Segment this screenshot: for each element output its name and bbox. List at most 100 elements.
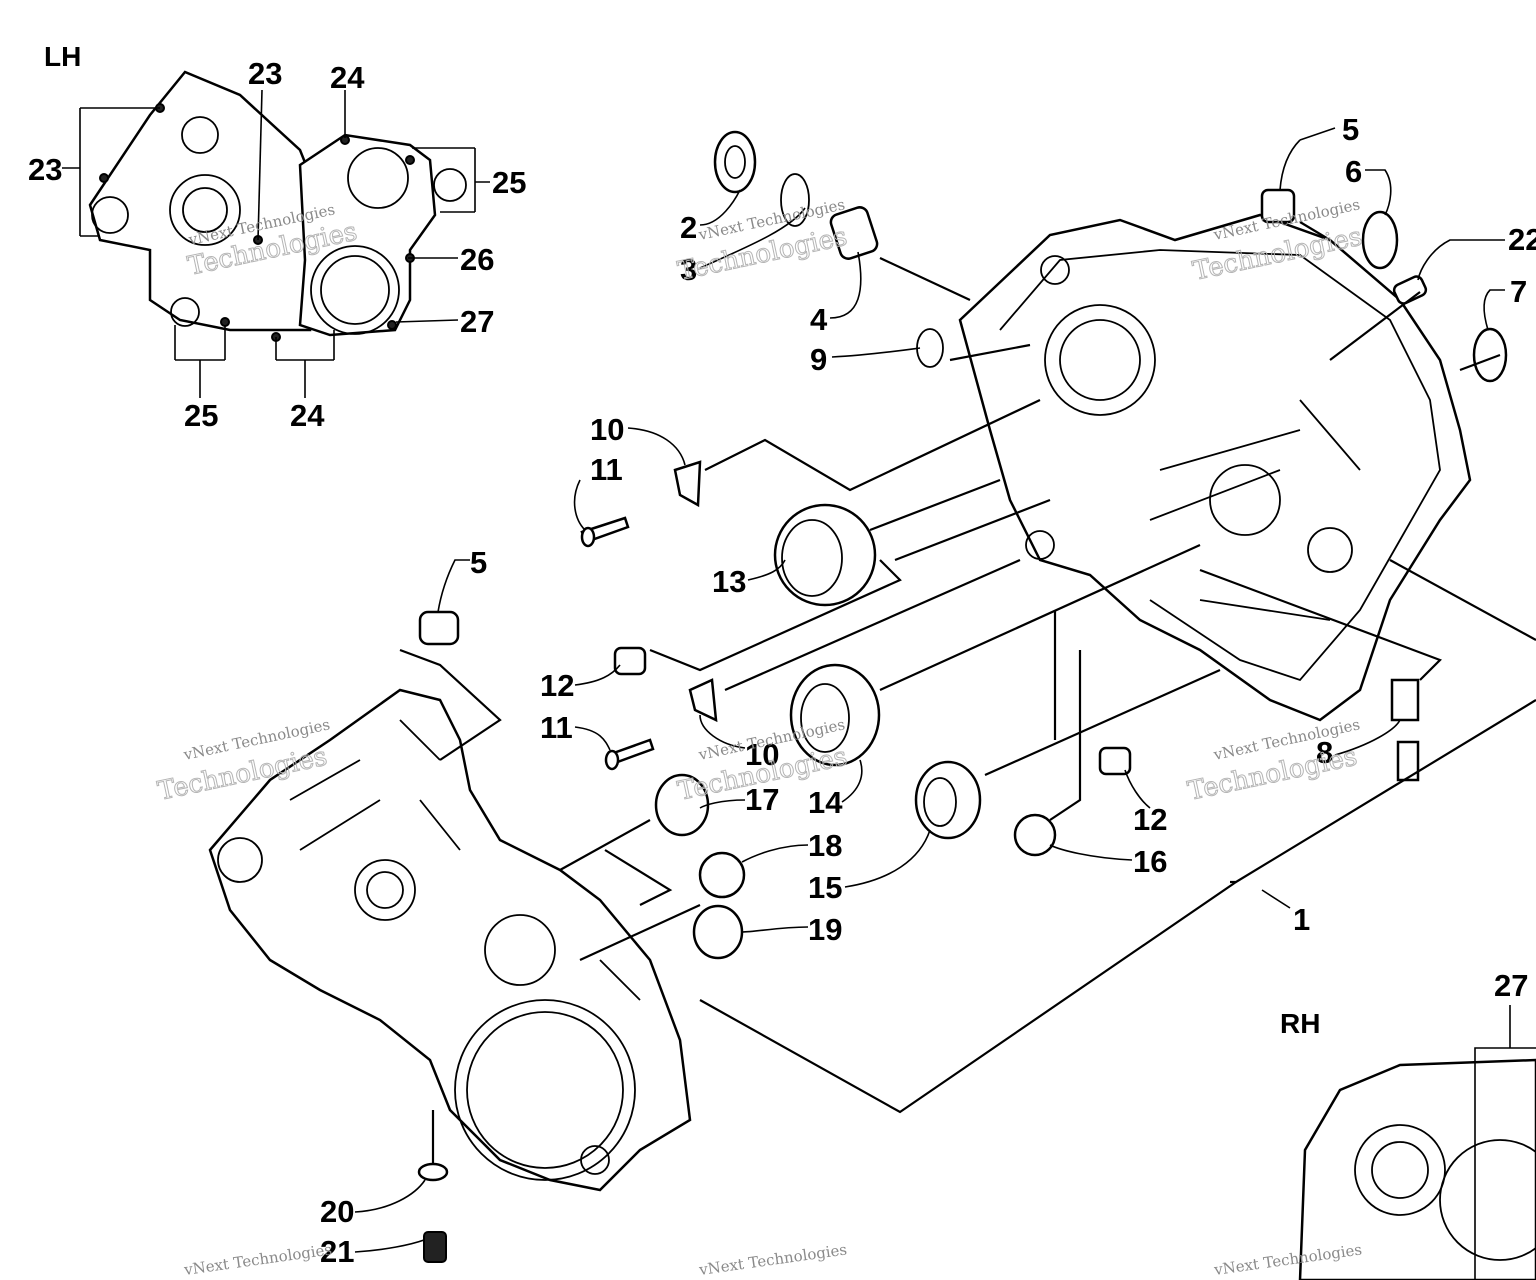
callout-23: 23 bbox=[28, 152, 62, 187]
callout-7: 7 bbox=[1510, 274, 1527, 309]
callout-27: 27 bbox=[1494, 968, 1528, 1003]
part-3-snap-ring bbox=[780, 173, 810, 227]
left-case-rib bbox=[289, 719, 641, 1001]
assembly-line bbox=[984, 668, 1221, 777]
part-6-seal bbox=[1361, 210, 1399, 270]
assembly-line bbox=[704, 399, 1041, 492]
callout-20: 20 bbox=[320, 1194, 354, 1229]
left-case-magneto-bore-inner bbox=[466, 1011, 624, 1169]
callout-21: 21 bbox=[320, 1234, 354, 1269]
callout-27: 27 bbox=[460, 304, 494, 339]
assembly-line bbox=[879, 257, 971, 301]
lh-inset-bolt bbox=[405, 155, 415, 165]
part-12-dowel bbox=[613, 646, 647, 676]
leader-1 bbox=[1261, 889, 1291, 909]
callout-10: 10 bbox=[745, 737, 779, 772]
part-8-strainer-tube bbox=[1396, 740, 1420, 782]
rh-inset-case bbox=[1298, 1058, 1536, 1280]
callout-15: 15 bbox=[808, 870, 842, 905]
lh-inset-lower-boss bbox=[170, 297, 200, 327]
lh-inset-cover-magneto-inner bbox=[320, 255, 390, 325]
assembly-line bbox=[1199, 568, 1442, 681]
assembly-line bbox=[1299, 221, 1331, 241]
assembly-line bbox=[604, 849, 673, 906]
assembly-line bbox=[1230, 699, 1536, 884]
lh-view-label: LH bbox=[44, 41, 81, 72]
leader-21 bbox=[354, 1239, 425, 1253]
assembly-line bbox=[879, 543, 1201, 692]
left-case-seal-bore bbox=[354, 859, 416, 921]
leader-4 bbox=[829, 251, 862, 319]
part-14-bearing-race bbox=[800, 683, 850, 753]
part-22-pin bbox=[1392, 275, 1428, 305]
lh-inset-leader-23-left bbox=[62, 107, 160, 237]
right-case-outline bbox=[958, 213, 1472, 722]
callout-10: 10 bbox=[590, 412, 624, 447]
lh-inset-bore-inner bbox=[182, 187, 228, 233]
callout-9: 9 bbox=[810, 342, 827, 377]
lh-inset-leader-27 bbox=[395, 319, 459, 323]
assembly-line bbox=[399, 648, 502, 761]
assembly-line bbox=[579, 904, 701, 961]
callout-11: 11 bbox=[590, 452, 623, 487]
part-13-bearing-race bbox=[781, 519, 843, 597]
lh-inset-leader-25-bottom bbox=[174, 325, 226, 398]
assembly-line bbox=[1459, 353, 1501, 372]
leader-18 bbox=[741, 844, 809, 863]
assembly-line bbox=[1329, 291, 1421, 361]
assembly-line bbox=[649, 559, 902, 672]
callout-23: 23 bbox=[248, 56, 282, 91]
part-4-needle-bearing bbox=[829, 206, 879, 260]
lh-inset-bolt bbox=[220, 317, 230, 327]
part-13-ball-bearing bbox=[773, 503, 877, 607]
lh-inset-bore bbox=[169, 174, 241, 246]
left-case-outline bbox=[208, 688, 692, 1192]
left-case-rotor-bore bbox=[484, 914, 556, 986]
lh-inset-right-boss bbox=[433, 168, 467, 202]
leader-5 bbox=[437, 559, 470, 613]
lh-inset-cover-rotor bbox=[347, 147, 409, 209]
callout-1: 1 bbox=[1293, 902, 1310, 937]
rh-inset-bore-inner bbox=[1371, 1141, 1429, 1199]
part-2-seal-inner bbox=[724, 145, 746, 179]
right-case-boss-low bbox=[1025, 530, 1055, 560]
callout-11: 11 bbox=[540, 710, 573, 745]
callout-25: 25 bbox=[184, 398, 218, 433]
leader-13 bbox=[747, 559, 786, 581]
leader-5 bbox=[1279, 127, 1336, 191]
leader-3 bbox=[699, 207, 806, 269]
right-case-bore-small bbox=[1307, 527, 1353, 573]
part-14-ball-bearing bbox=[789, 663, 881, 767]
leader-11 bbox=[574, 726, 611, 751]
assembly-line bbox=[1389, 559, 1536, 641]
part-10-retainer-plate bbox=[673, 460, 702, 508]
leader-2 bbox=[699, 189, 741, 226]
part-7-seal bbox=[1472, 327, 1508, 383]
part-12-dowel bbox=[1098, 746, 1132, 776]
leader-14 bbox=[841, 759, 863, 803]
rh-inset-leader-27 bbox=[1474, 1005, 1536, 1280]
callout-5: 5 bbox=[1342, 112, 1359, 147]
watermark-text: vNext Technologies bbox=[697, 1240, 848, 1279]
leader-9 bbox=[831, 347, 921, 358]
assembly-line bbox=[869, 478, 1001, 532]
leader-16 bbox=[1049, 844, 1133, 861]
right-case-bore bbox=[1209, 464, 1281, 536]
callout-12: 12 bbox=[540, 668, 574, 703]
callout-14: 14 bbox=[808, 785, 843, 820]
callout-4: 4 bbox=[810, 302, 828, 337]
lh-inset-leader-25-right bbox=[412, 147, 490, 213]
callout-22: 22 bbox=[1508, 222, 1536, 257]
leader-7 bbox=[1483, 289, 1505, 331]
lh-inset-cover bbox=[298, 133, 437, 337]
callout-8: 8 bbox=[1316, 735, 1333, 770]
assembly-line bbox=[894, 498, 1051, 562]
assembly-line bbox=[724, 558, 1021, 692]
part-11-screw-head bbox=[580, 526, 596, 548]
right-case-boss bbox=[1040, 255, 1070, 285]
callout-19: 19 bbox=[808, 912, 842, 947]
callout-13: 13 bbox=[712, 564, 746, 599]
lh-inset-bolt bbox=[99, 173, 109, 183]
part-15-ball-bearing bbox=[914, 760, 982, 840]
